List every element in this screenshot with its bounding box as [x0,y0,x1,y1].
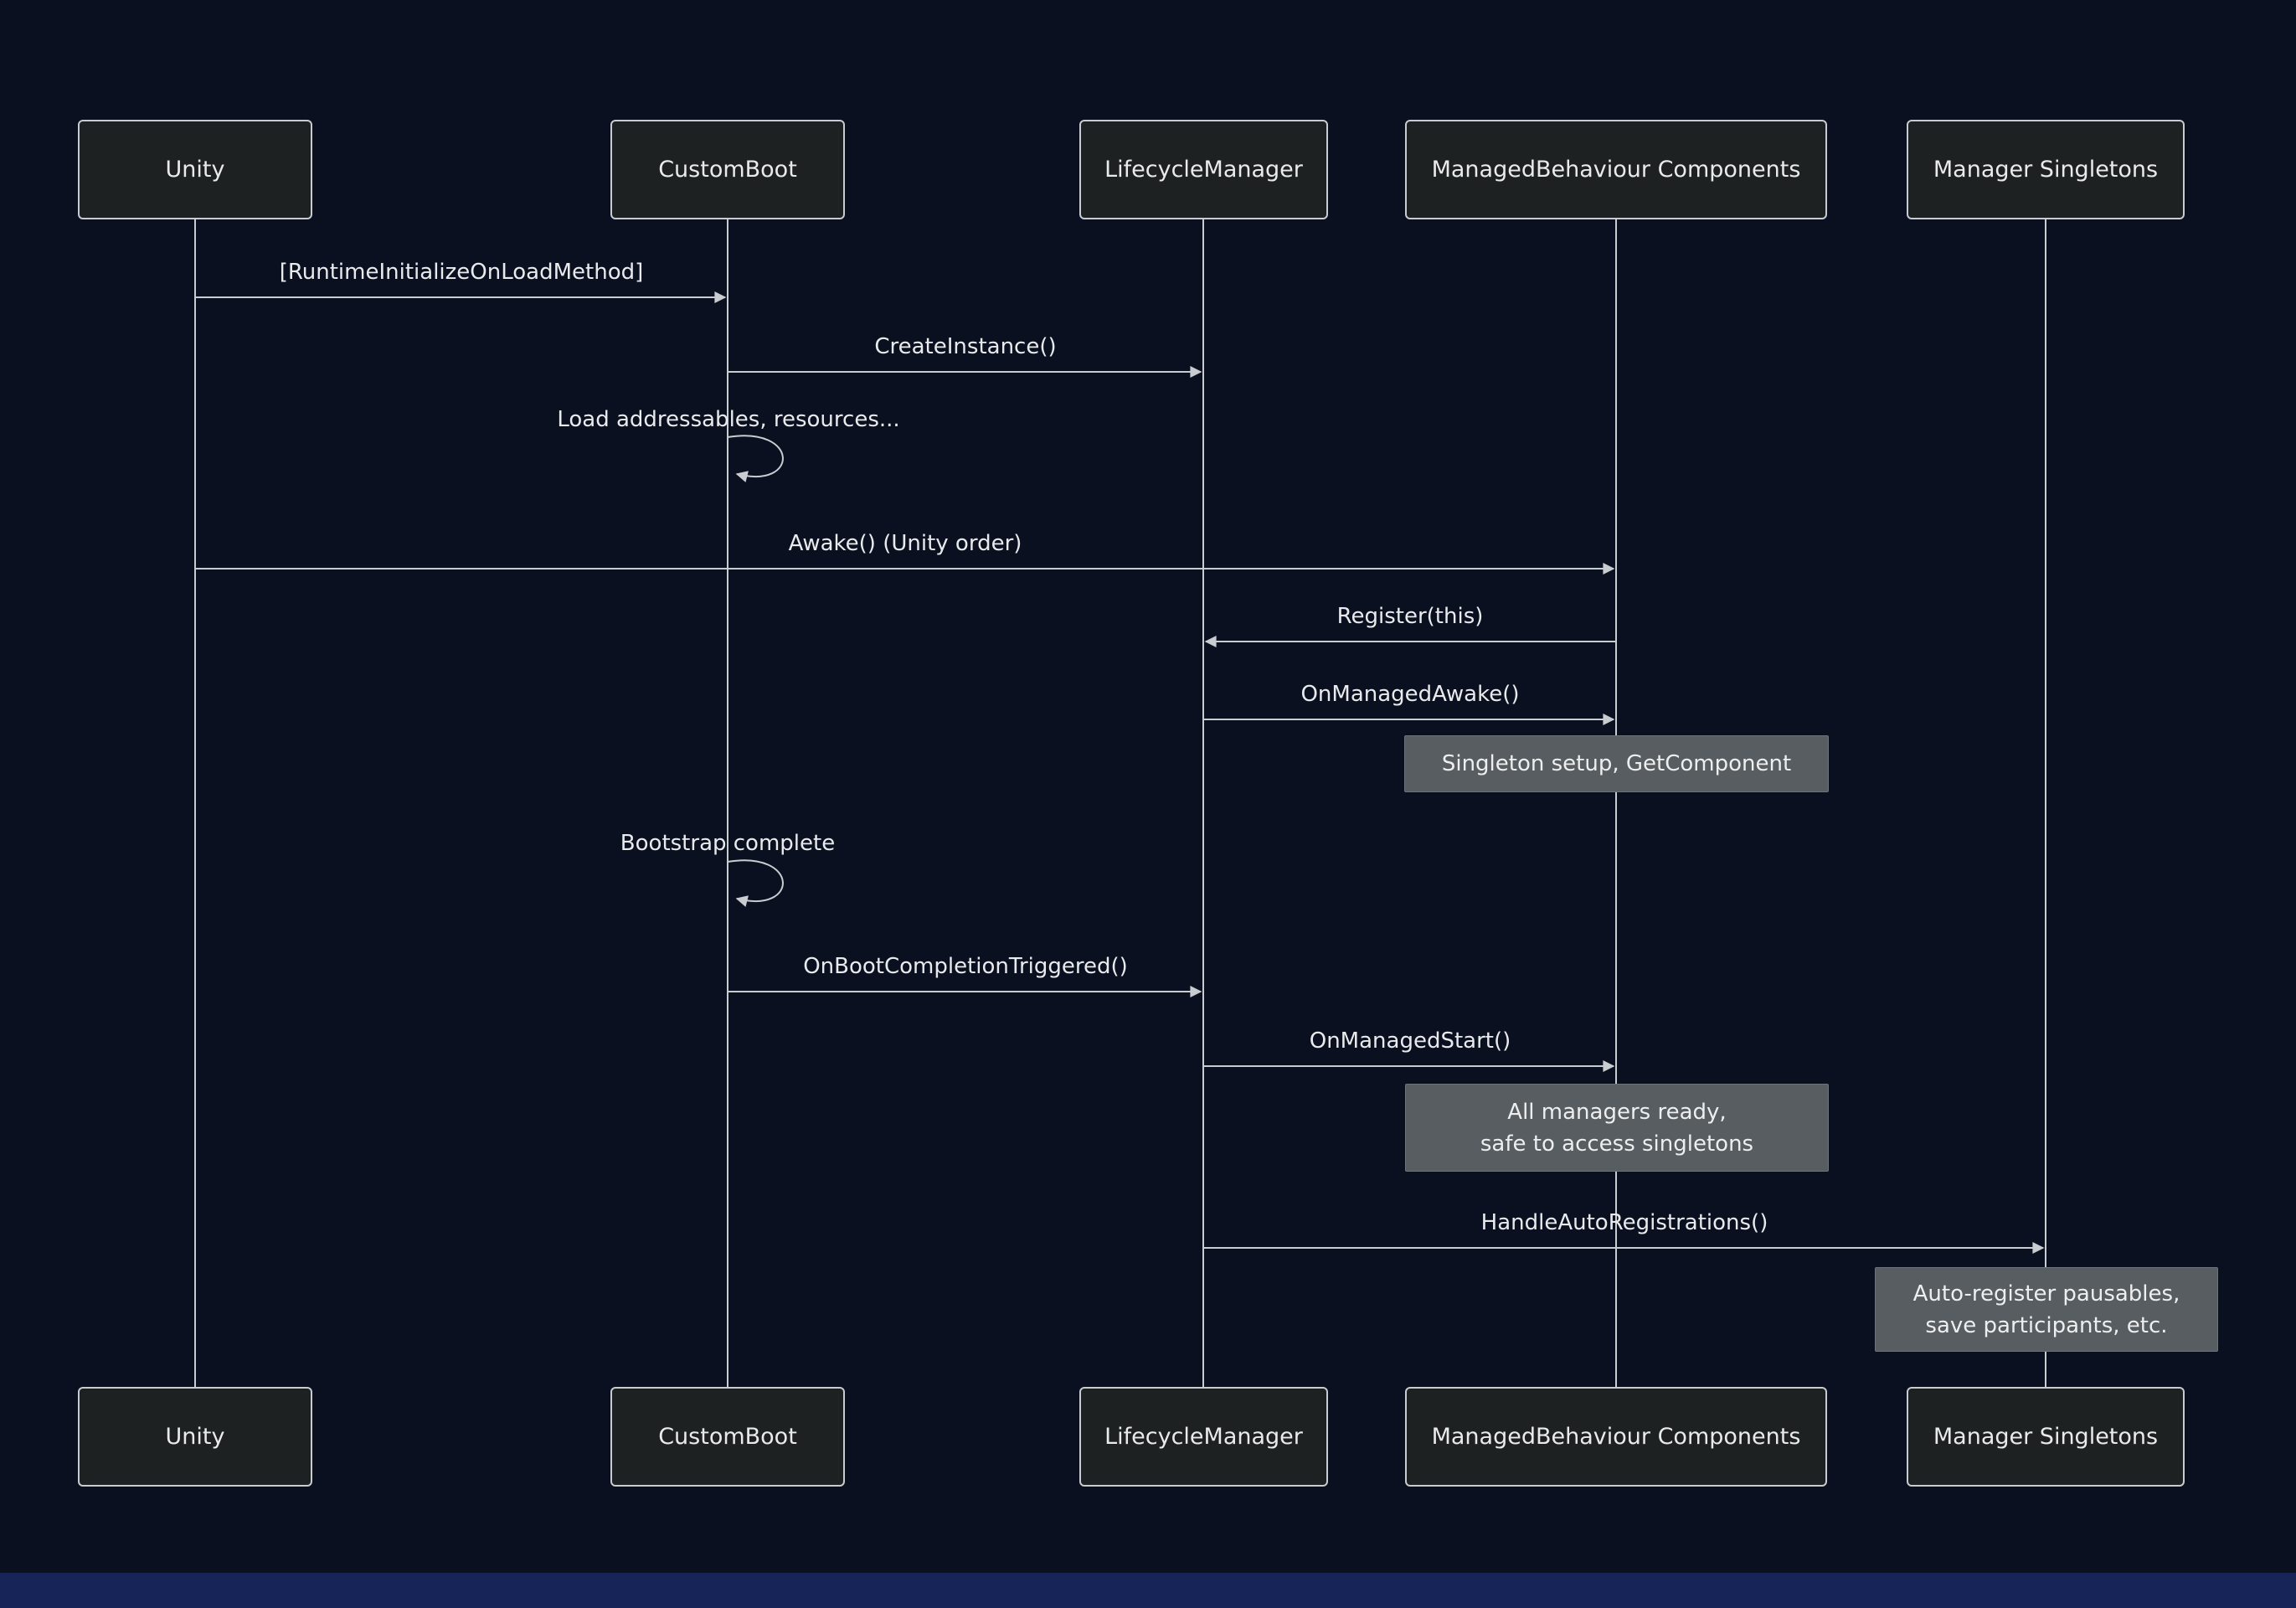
message-label-load-addressables: Load addressables, resources... [557,407,900,432]
actor-lifecyclemanager-bottom: LifecycleManager [1079,1387,1328,1487]
message-label-onmanagedawake: OnManagedAwake() [1300,682,1520,707]
actor-managedbehaviour-top: ManagedBehaviour Components [1405,120,1827,219]
note-singleton-setup: Singleton setup, GetComponent [1404,735,1829,792]
actor-managersingletons-bottom: Manager Singletons [1907,1387,2185,1487]
message-label-onmanagedstart: OnManagedStart() [1309,1028,1511,1054]
message-label-create-instance: CreateInstance() [874,334,1057,359]
actor-customboot-bottom: CustomBoot [610,1387,845,1487]
arrow-load-addressables-selfloop [727,435,784,482]
message-label-runtime-initialize: [RuntimeInitializeOnLoadMethod] [279,260,644,285]
actor-unity-bottom: Unity [78,1387,312,1487]
actor-managedbehaviour-bottom: ManagedBehaviour Components [1405,1387,1827,1487]
note-all-managers-ready: All managers ready, safe to access singl… [1405,1084,1829,1172]
message-label-onbootcompletiontriggered: OnBootCompletionTriggered() [803,954,1128,979]
actor-lifecyclemanager-top: LifecycleManager [1079,120,1328,219]
message-label-register-this: Register(this) [1336,604,1484,629]
actor-managersingletons-top: Manager Singletons [1907,120,2185,219]
actor-unity-top: Unity [78,120,312,219]
message-label-handleautoregistrations: HandleAutoRegistrations() [1480,1210,1768,1235]
actor-customboot-top: CustomBoot [610,120,845,219]
note-auto-register: Auto-register pausables, save participan… [1875,1267,2218,1352]
arrow-bootstrap-complete-selfloop [727,859,784,907]
message-label-bootstrap-complete: Bootstrap complete [620,831,836,856]
bottom-window-strip [0,1573,2296,1608]
message-label-awake-unity-order: Awake() (Unity order) [788,531,1022,556]
